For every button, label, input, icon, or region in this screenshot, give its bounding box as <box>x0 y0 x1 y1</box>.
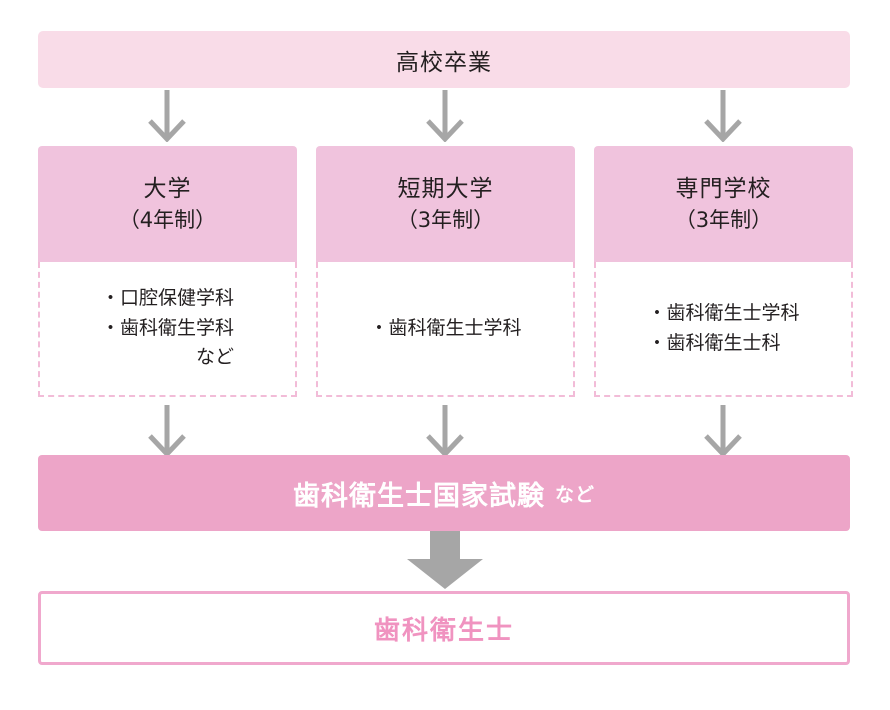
list-item: ・歯科衛生学科 <box>100 316 234 339</box>
dental-hygienist-label: 歯科衛生士 <box>373 615 514 646</box>
flow-node-junior-college: 短期大学 （3年制） ・歯科衛生士学科 <box>316 146 575 397</box>
arrow-vocational-school-to-exam <box>700 405 746 457</box>
university-duration: （4年制） <box>118 208 217 233</box>
list-item: ・歯科衛生士科 <box>647 331 781 354</box>
junior-college-title: 短期大学 <box>397 175 494 202</box>
high-school-graduation-label: 高校卒業 <box>396 49 492 76</box>
flow-node-university: 大学 （4年制） ・口腔保健学科 ・歯科衛生学科 など <box>38 146 297 397</box>
junior-college-header: 短期大学 （3年制） <box>316 146 575 262</box>
national-exam-title: 歯科衛生士国家試験 <box>292 480 545 512</box>
university-departments: ・口腔保健学科 ・歯科衛生学科 など <box>38 262 297 397</box>
vocational-school-title: 専門学校 <box>675 175 772 202</box>
university-title: 大学 <box>143 175 192 202</box>
flow-node-high-school-graduation: 高校卒業 <box>38 31 850 88</box>
junior-college-departments: ・歯科衛生士学科 <box>316 262 575 397</box>
flow-node-national-exam: 歯科衛生士国家試験 など <box>38 455 850 531</box>
arrow-down-to-junior-college <box>422 90 468 142</box>
list-item: ・歯科衛生士学科 <box>369 316 522 339</box>
list-item: ・口腔保健学科 <box>100 287 234 310</box>
arrow-down-to-vocational-school <box>700 90 746 142</box>
arrow-junior-college-to-exam <box>422 405 468 457</box>
flow-node-vocational-school: 専門学校 （3年制） ・歯科衛生士学科 ・歯科衛生士科 <box>594 146 853 397</box>
vocational-school-departments: ・歯科衛生士学科 ・歯科衛生士科 <box>594 262 853 397</box>
arrow-exam-to-result <box>407 531 483 589</box>
flow-node-dental-hygienist: 歯科衛生士 <box>38 591 850 665</box>
national-exam-suffix: など <box>554 483 595 506</box>
arrow-university-to-exam <box>144 405 190 457</box>
university-note: など <box>195 346 234 369</box>
vocational-school-duration: （3年制） <box>674 208 773 233</box>
list-item: ・歯科衛生士学科 <box>647 302 800 325</box>
university-header: 大学 （4年制） <box>38 146 297 262</box>
junior-college-duration: （3年制） <box>396 208 495 233</box>
arrow-down-to-university <box>144 90 190 142</box>
vocational-school-header: 専門学校 （3年制） <box>594 146 853 262</box>
